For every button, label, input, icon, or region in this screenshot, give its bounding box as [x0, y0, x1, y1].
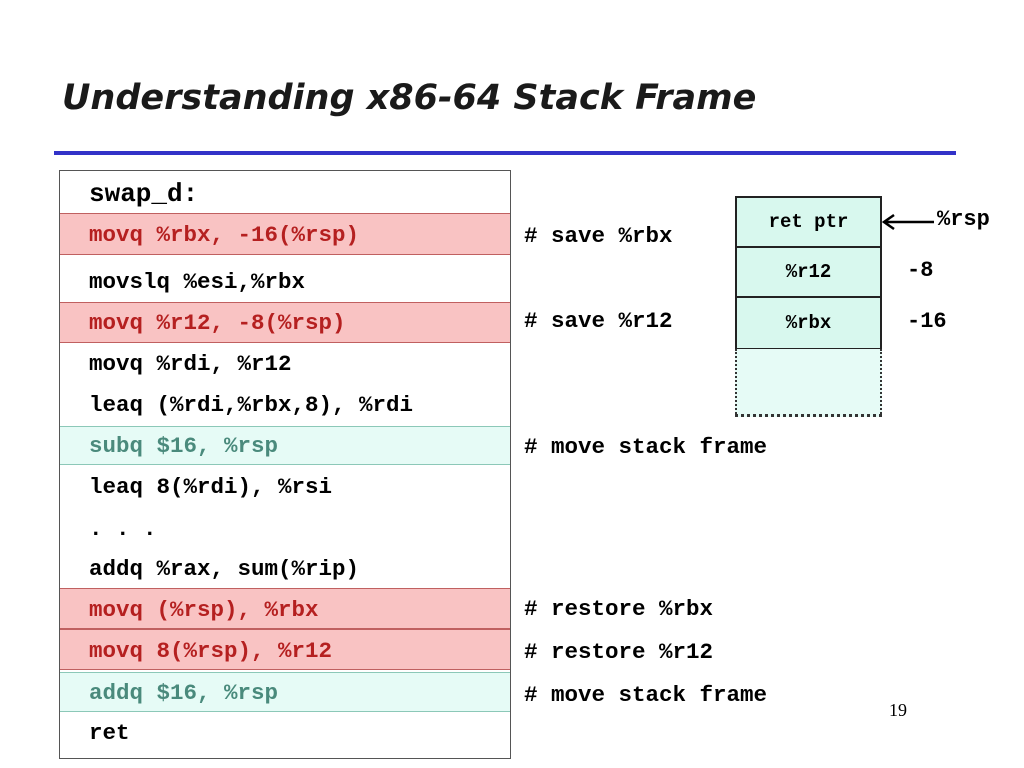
code-line-6: subq $16, %rsp: [60, 426, 510, 465]
stack-cell-ret-ptr: ret ptr: [735, 196, 882, 248]
comment-restore-rbx: # restore %rbx: [524, 596, 714, 622]
assembly-code-listing: swap_d: movq %rbx, -16(%rsp) movslq %esi…: [59, 170, 511, 759]
comment-restore-r12: # restore %r12: [524, 639, 714, 665]
code-line-7: leaq 8(%rdi), %rsi: [89, 474, 333, 500]
code-line-3: movq %r12, -8(%rsp): [60, 302, 510, 343]
code-line-13: ret: [89, 720, 130, 746]
code-line-11: movq 8(%rsp), %r12: [60, 629, 510, 670]
title-divider: [54, 151, 956, 155]
comment-save-rbx: # save %rbx: [524, 223, 673, 249]
stack-cell-rbx: %rbx: [735, 296, 882, 350]
code-line-4: movq %rdi, %r12: [89, 351, 292, 377]
stack-pointer-label: %rsp: [937, 207, 990, 232]
offset-label-minus-8: -8: [907, 258, 934, 283]
code-line-9: addq %rax, sum(%rip): [89, 556, 360, 582]
comment-move-stack-frame-1: # move stack frame: [524, 434, 768, 460]
comment-move-stack-frame-2: # move stack frame: [524, 682, 768, 708]
code-line-12: addq $16, %rsp: [60, 672, 510, 712]
page-number: 19: [889, 700, 907, 720]
offset-label-minus-16: -16: [907, 309, 947, 334]
code-line-10: movq (%rsp), %rbx: [60, 588, 510, 629]
code-line-1: movq %rbx, -16(%rsp): [60, 213, 510, 255]
comment-save-r12: # save %r12: [524, 308, 673, 334]
slide-title: Understanding x86-64 Stack Frame: [62, 78, 757, 118]
stack-cell-r12: %r12: [735, 246, 882, 298]
stack-unused-region: [735, 349, 882, 417]
code-line-8: . . .: [89, 516, 157, 542]
function-label: swap_d:: [89, 179, 199, 209]
code-line-5: leaq (%rdi,%rbx,8), %rdi: [89, 392, 414, 418]
code-line-2: movslq %esi,%rbx: [89, 269, 306, 295]
stack-pointer-arrow-icon: [881, 213, 934, 231]
